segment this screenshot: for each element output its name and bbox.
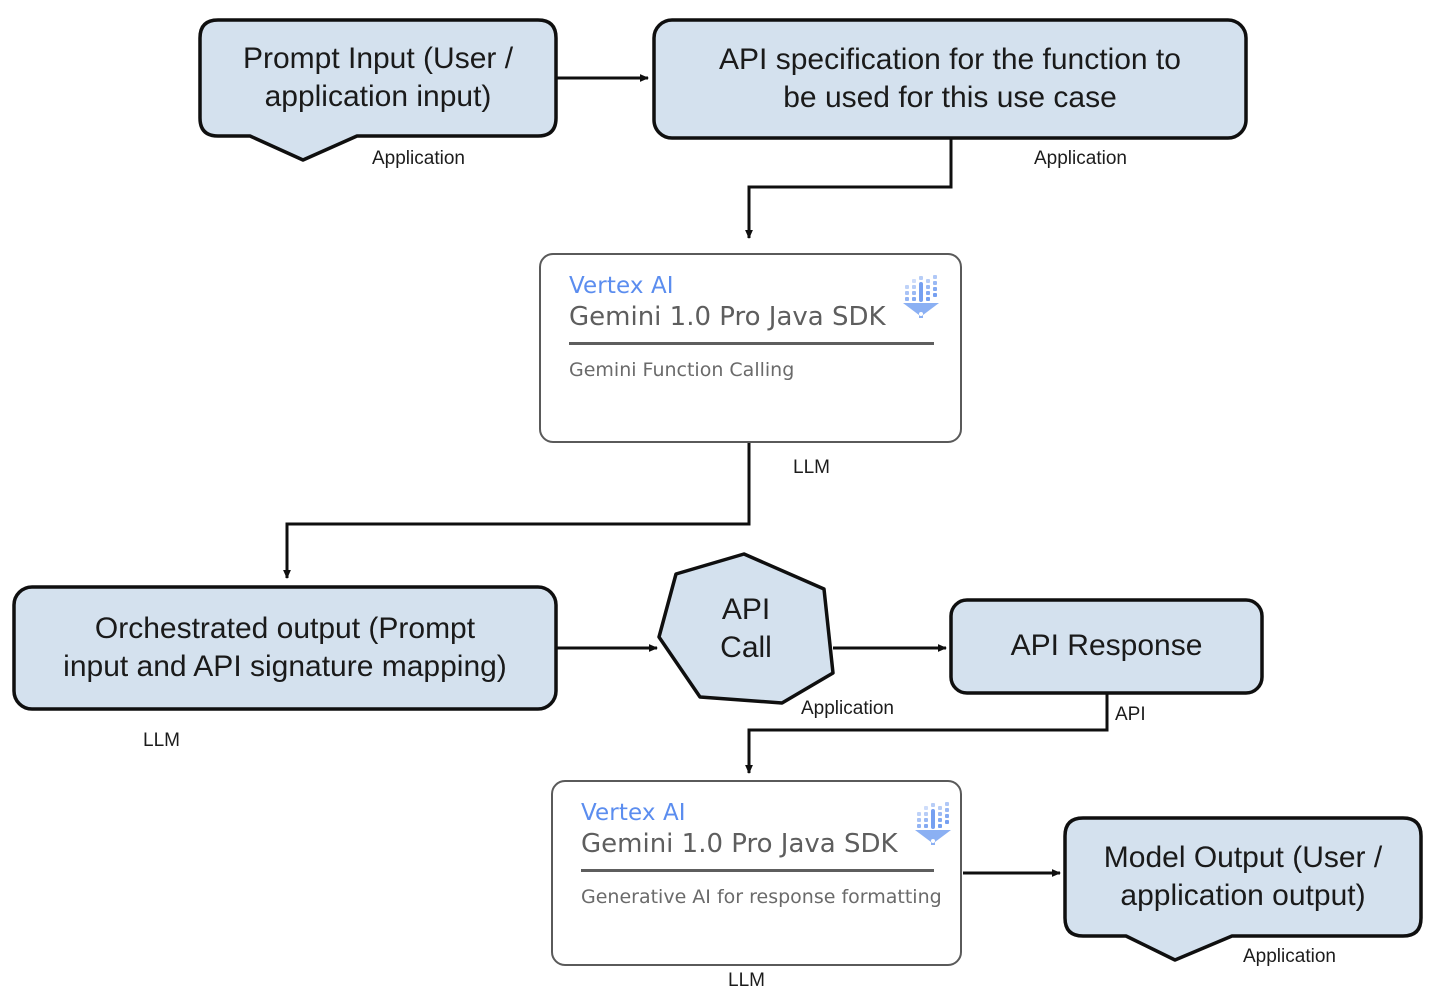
edge-apispec-to-vertex-top — [745, 138, 953, 239]
vertex-card-bottom-subtitle: Generative AI for response formatting — [581, 886, 942, 908]
shape-api-call[interactable] — [657, 552, 835, 705]
api-call-label: API Call — [720, 592, 772, 664]
role-caption-api-response: API — [1115, 704, 1146, 725]
shape-orchestrated-output[interactable] — [12, 585, 558, 711]
role-caption-vertex-top: LLM — [793, 457, 830, 478]
role-caption-model-output: Application — [1243, 946, 1336, 967]
shape-prompt-input[interactable] — [198, 18, 558, 162]
api-specification-label: API specification for the function to be… — [719, 42, 1181, 114]
role-caption-api-specification: Application — [1034, 148, 1127, 169]
vertex-card-bottom-titles: Vertex AI Gemini 1.0 Pro Java SDK — [581, 800, 898, 859]
shape-model-output[interactable] — [1063, 816, 1423, 962]
vertex-card-bottom-header: Vertex AI Gemini 1.0 Pro Java SDK — [581, 800, 951, 859]
vertex-ai-model-label: Gemini 1.0 Pro Java SDK — [581, 829, 898, 859]
vertex-card-top-subtitle: Gemini Function Calling — [569, 359, 795, 381]
vertex-ai-icon — [912, 800, 954, 851]
orchestrated-output-label: Orchestrated output (Prompt input and AP… — [63, 611, 507, 683]
model-output-label: Model Output (User / application output) — [1103, 840, 1383, 912]
vertex-card-bottom-divider — [581, 869, 934, 872]
vertex-ai-card-bottom[interactable]: Vertex AI Gemini 1.0 Pro Java SDK — [551, 780, 962, 966]
role-caption-api-call: Application — [801, 698, 894, 719]
prompt-input-label: Prompt Input (User / application input) — [242, 41, 514, 113]
vertex-ai-brand-label: Vertex AI — [569, 273, 674, 299]
vertex-card-top-titles: Vertex AI Gemini 1.0 Pro Java SDK — [569, 273, 886, 332]
vertex-ai-card-top[interactable]: Vertex AI Gemini 1.0 Pro Java SDK — [539, 253, 962, 443]
api-response-label: API Response — [1010, 629, 1203, 663]
role-caption-vertex-bottom: LLM — [728, 970, 765, 991]
vertex-ai-icon — [900, 273, 942, 324]
shape-api-specification[interactable] — [652, 18, 1248, 140]
vertex-card-top-divider — [569, 342, 934, 345]
vertex-card-top-header: Vertex AI Gemini 1.0 Pro Java SDK — [569, 273, 939, 332]
edge-vertex-top-to-orchestrated — [283, 443, 751, 579]
role-caption-orchestrated-output: LLM — [143, 730, 180, 751]
vertex-ai-brand-label: Vertex AI — [581, 800, 686, 826]
vertex-ai-model-label: Gemini 1.0 Pro Java SDK — [569, 302, 886, 332]
shape-api-response[interactable] — [949, 598, 1264, 695]
role-caption-prompt-input: Application — [372, 148, 465, 169]
